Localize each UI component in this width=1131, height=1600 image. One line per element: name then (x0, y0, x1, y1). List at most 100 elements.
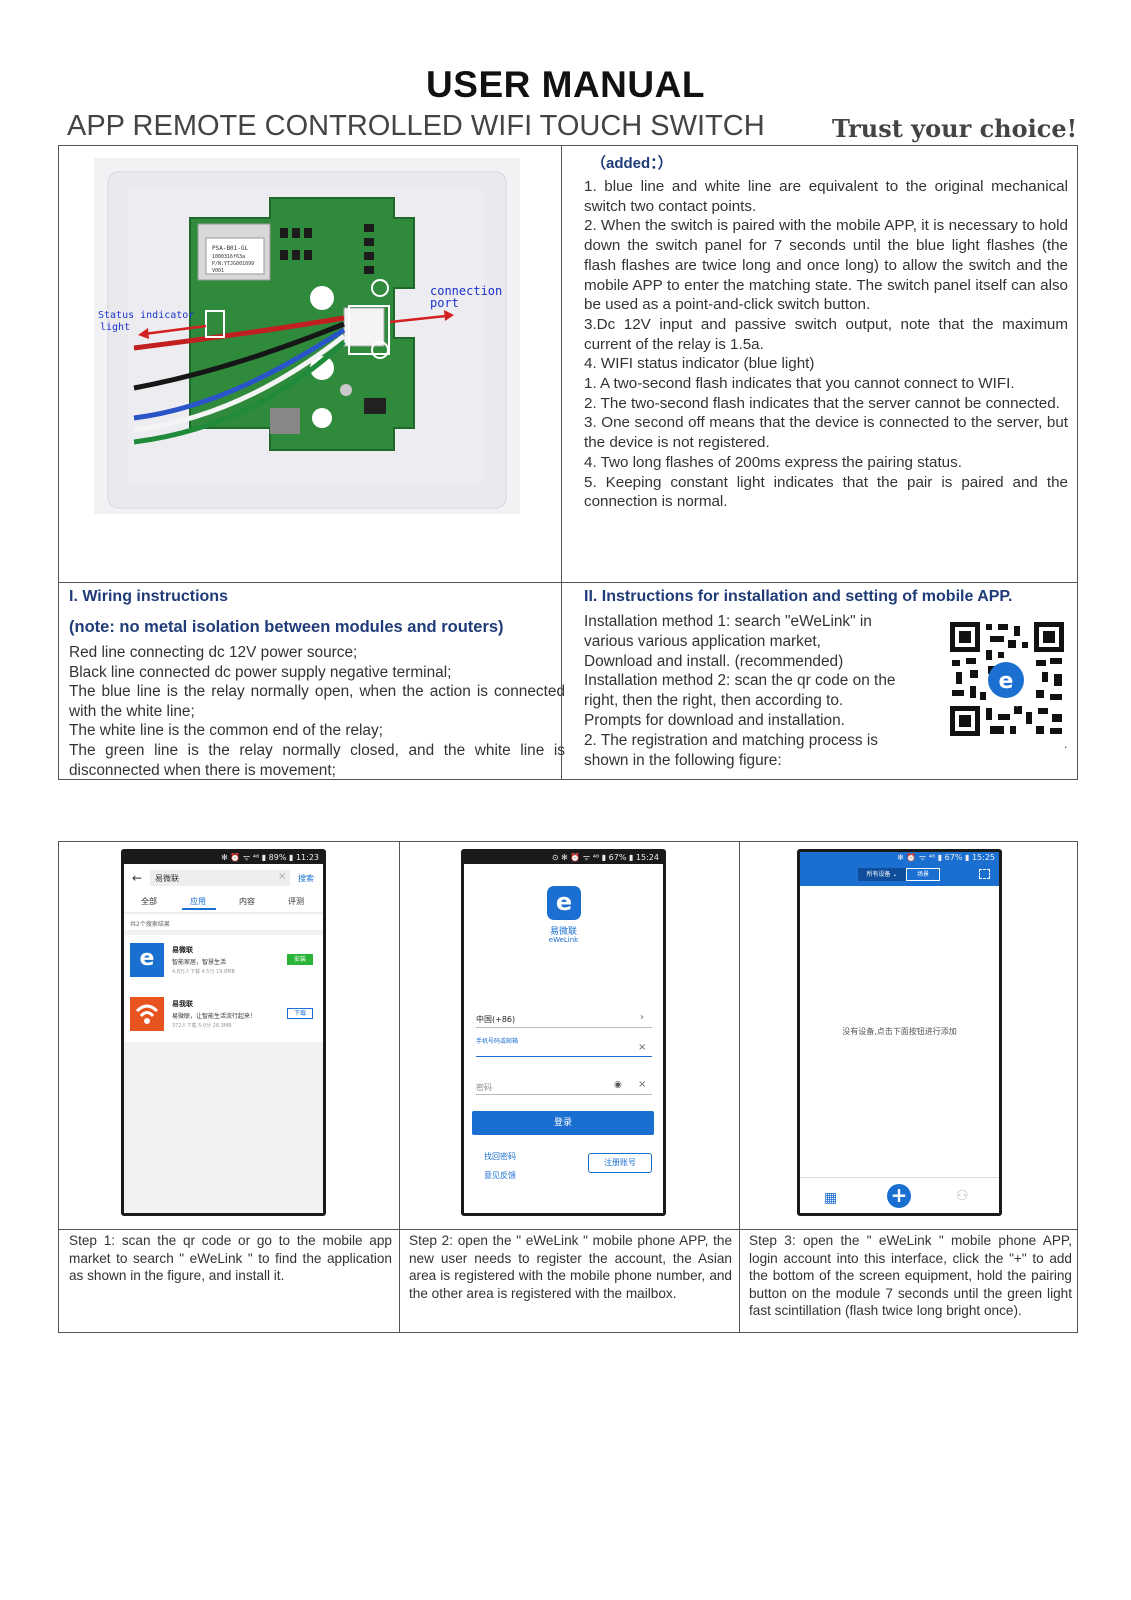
added-paragraph: 4. WIFI status indicator (blue light) (584, 355, 815, 373)
clear-icon[interactable]: × (278, 871, 287, 882)
added-heading: （added：） (591, 155, 673, 172)
install-heading: II. Instructions for installation and se… (584, 588, 1013, 605)
chip-label: 1000316f63a (212, 254, 245, 260)
table-divider (399, 842, 400, 1332)
empty-area (124, 1042, 323, 1213)
table-divider (739, 842, 740, 1332)
chip-label: V001 (212, 268, 224, 274)
profile-icon[interactable]: ⚇ (956, 1188, 969, 1204)
table-divider (59, 582, 1077, 583)
tab-scenes[interactable]: 场景 (906, 868, 940, 881)
step-2-text: Step 2: open the " eWeLink " mobile phon… (409, 1233, 732, 1301)
download-button[interactable]: 下载 (287, 1008, 313, 1019)
wiring-line: Black line connected dc power supply neg… (69, 663, 452, 681)
connection-port-label: port (430, 296, 459, 310)
install-list: Installation method 1: search "eWeLink" … (584, 612, 914, 770)
app-meta: 372人下载 5.0分 26.3MB (172, 1023, 232, 1029)
grid-view-icon[interactable]: ▦ (824, 1190, 838, 1206)
status-indicator-label: light (100, 322, 130, 333)
add-device-button[interactable]: + (887, 1184, 911, 1208)
step-3-text: Step 3: open the " eWeLink " mobile phon… (749, 1233, 1072, 1319)
install-button[interactable]: 安装 (287, 954, 313, 965)
app-name: 易我联 (172, 1000, 193, 1008)
register-button[interactable]: 注册账号 (588, 1153, 652, 1173)
logo-cn: 易微联 (549, 927, 577, 937)
module-photo: PSA-B01-GL 1000316f63a P/N:YTJG001099 V0… (94, 158, 520, 514)
added-paragraph: 4. Two long flashes of 200ms express the… (584, 453, 962, 471)
wiring-list: Red line connecting dc 12V power source;… (69, 643, 565, 780)
feedback-link[interactable]: 意见反馈 (484, 1171, 516, 1180)
scan-icon[interactable] (979, 869, 990, 879)
added-paragraph: 5. Keeping constant light indicates that… (584, 473, 1068, 511)
table-divider (59, 1229, 1077, 1230)
table-divider (561, 146, 562, 779)
wiring-line: The white line is the common end of the … (69, 722, 383, 740)
added-paragraph: 2. When the switch is paired with the mo… (584, 217, 1068, 314)
install-line: Prompts for download and installation. (584, 711, 845, 729)
added-paragraph: 3. One second off means that the device … (584, 414, 1068, 452)
info-table (58, 145, 1078, 780)
added-paragraph: 1. blue line and white line are equivale… (584, 178, 1068, 215)
search-value: 易微联 (155, 874, 179, 883)
qr-logo-letter: e (999, 669, 1014, 694)
app-name: 易微联 (172, 946, 193, 954)
login-button[interactable]: 登录 (472, 1111, 654, 1135)
search-input[interactable] (150, 870, 290, 886)
qr-dot: . (1064, 737, 1068, 751)
added-paragraph: 1. A two-second flash indicates that you… (584, 375, 1015, 393)
phone-input[interactable] (476, 1056, 652, 1057)
install-line: Installation method 1: search "eWeLink" … (584, 613, 872, 650)
result-count: 共2个搜索结果 (130, 921, 170, 928)
app-desc: 智能家居，智慧生活 (172, 959, 227, 966)
country-select[interactable]: 中国(+86) (476, 1015, 516, 1024)
ewelink-app-icon[interactable]: e (130, 943, 164, 977)
divider (800, 1177, 999, 1178)
eye-icon[interactable]: ◉ (614, 1080, 622, 1090)
qr-code[interactable]: e 易微联 (950, 622, 1064, 736)
added-paragraph: 2. The two-second flash indicates that t… (584, 394, 1060, 412)
added-notes: 1. blue line and white line are equivale… (584, 177, 1068, 512)
steps-table (58, 841, 1078, 1333)
divider (476, 1027, 652, 1028)
chevron-right-icon[interactable]: › (640, 1012, 644, 1023)
clear-icon[interactable]: × (638, 1079, 647, 1090)
search-button[interactable]: 搜索 (298, 874, 314, 883)
page-title: USER MANUAL (426, 64, 705, 105)
tab-all-devices[interactable]: 所有设备 ⌄ (858, 868, 906, 881)
wiring-line: Red line connecting dc 12V power source; (69, 644, 358, 661)
divider (124, 930, 323, 935)
step-1-text: Step 1: scan the qr code or go to the mo… (69, 1233, 392, 1284)
clear-icon[interactable]: × (638, 1042, 647, 1053)
password-input[interactable]: 密码 (476, 1083, 492, 1092)
wiring-line: The green line is the relay normally clo… (69, 741, 565, 779)
phone-screenshot-step3: ✻ ⏰ ᯤ ⁴⁶ ▮ 67% ▮ 15:25 所有设备 ⌄ 场景 没有设备,点击… (797, 849, 1002, 1216)
tab-content[interactable]: 内容 (239, 897, 255, 906)
wiring-line: The blue line is the relay normally open… (69, 683, 565, 720)
back-arrow-icon[interactable]: ← (132, 871, 143, 885)
added-paragraph: 3.Dc 12V input and passive switch output… (584, 315, 1068, 353)
app-desc: 易微联，让智能生活流行起来！ (172, 1013, 257, 1020)
wifi-app-icon[interactable] (130, 997, 164, 1031)
divider (476, 1094, 652, 1095)
phone-screenshot-step2: ⊙ ✻ ⏰ ᯤ ⁴⁶ ▮ 67% ▮ 15:24 e 易微联 eWeLink 中… (461, 849, 666, 1216)
status-bar: ⊙ ✻ ⏰ ᯤ ⁴⁶ ▮ 67% ▮ 15:24 (464, 852, 663, 864)
status-bar: ✻ ⏰ ᯤ ⁴⁶ ▮ 89% ▮ 11:23 (124, 852, 323, 864)
tab-reviews[interactable]: 评测 (288, 897, 304, 906)
connection-port-label: connection (430, 284, 502, 298)
phone-label: 手机号码或邮箱 (476, 1038, 519, 1045)
chip-label: PSA-B01-GL (212, 245, 249, 252)
status-bar: ✻ ⏰ ᯤ ⁴⁶ ▮ 67% ▮ 15:25 (800, 852, 999, 864)
qr-logo-caption: 易微联 (994, 698, 1018, 708)
chip-label: P/N:YTJG001099 (212, 261, 254, 267)
forgot-password-link[interactable]: 找回密码 (484, 1152, 516, 1161)
slogan: Trust your choice! (832, 114, 1078, 143)
tab-apps[interactable]: 应用 (190, 897, 206, 906)
empty-message: 没有设备,点击下面按钮进行添加 (842, 1027, 957, 1036)
install-line: 2. The registration and matching process… (584, 731, 879, 769)
wiring-note: (note: no metal isolation between module… (69, 618, 504, 636)
logo-en: eWeLink (548, 936, 579, 944)
tab-all[interactable]: 全部 (141, 897, 157, 906)
active-tab-indicator (182, 908, 216, 910)
divider (124, 912, 323, 914)
app-meta: 4.8万人下载 4.5分 19.8MB (172, 969, 235, 975)
